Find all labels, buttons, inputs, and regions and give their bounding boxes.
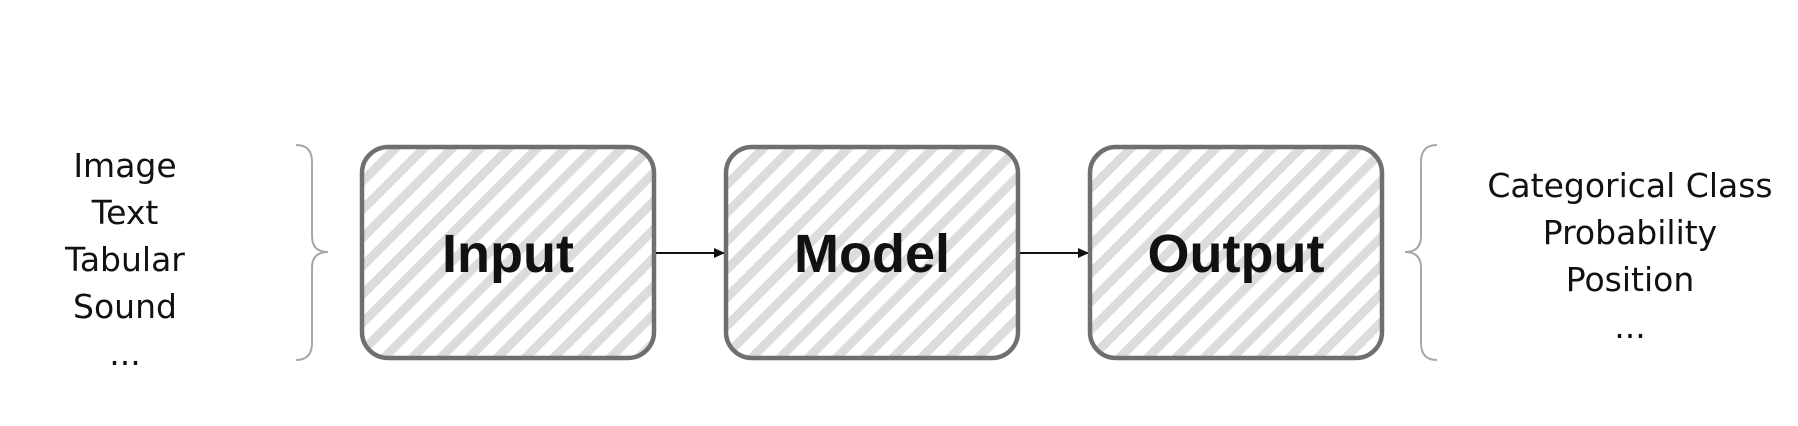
model-box: Model (723, 144, 1021, 361)
model-box-label: Model (794, 224, 950, 284)
input-box: Input (359, 144, 657, 361)
output-types-list: Categorical Class Probability Position .… (1470, 162, 1790, 350)
input-type-image: Image (73, 146, 177, 185)
input-type-ellipsis: ... (109, 334, 141, 373)
output-type-position: Position (1565, 260, 1695, 299)
output-box: Output (1087, 144, 1385, 361)
input-type-sound: Sound (73, 287, 177, 326)
input-types-list: Image Text Tabular Sound ... (40, 142, 210, 377)
output-type-probability: Probability (1542, 213, 1718, 252)
output-type-ellipsis: ... (1614, 307, 1646, 346)
input-type-text: Text (91, 193, 159, 232)
input-type-tabular: Tabular (65, 240, 185, 279)
left-brace (295, 144, 329, 361)
right-brace (1404, 144, 1438, 361)
output-type-categorical-class: Categorical Class (1487, 166, 1773, 205)
output-box-label: Output (1148, 224, 1325, 284)
input-box-label: Input (442, 224, 574, 284)
